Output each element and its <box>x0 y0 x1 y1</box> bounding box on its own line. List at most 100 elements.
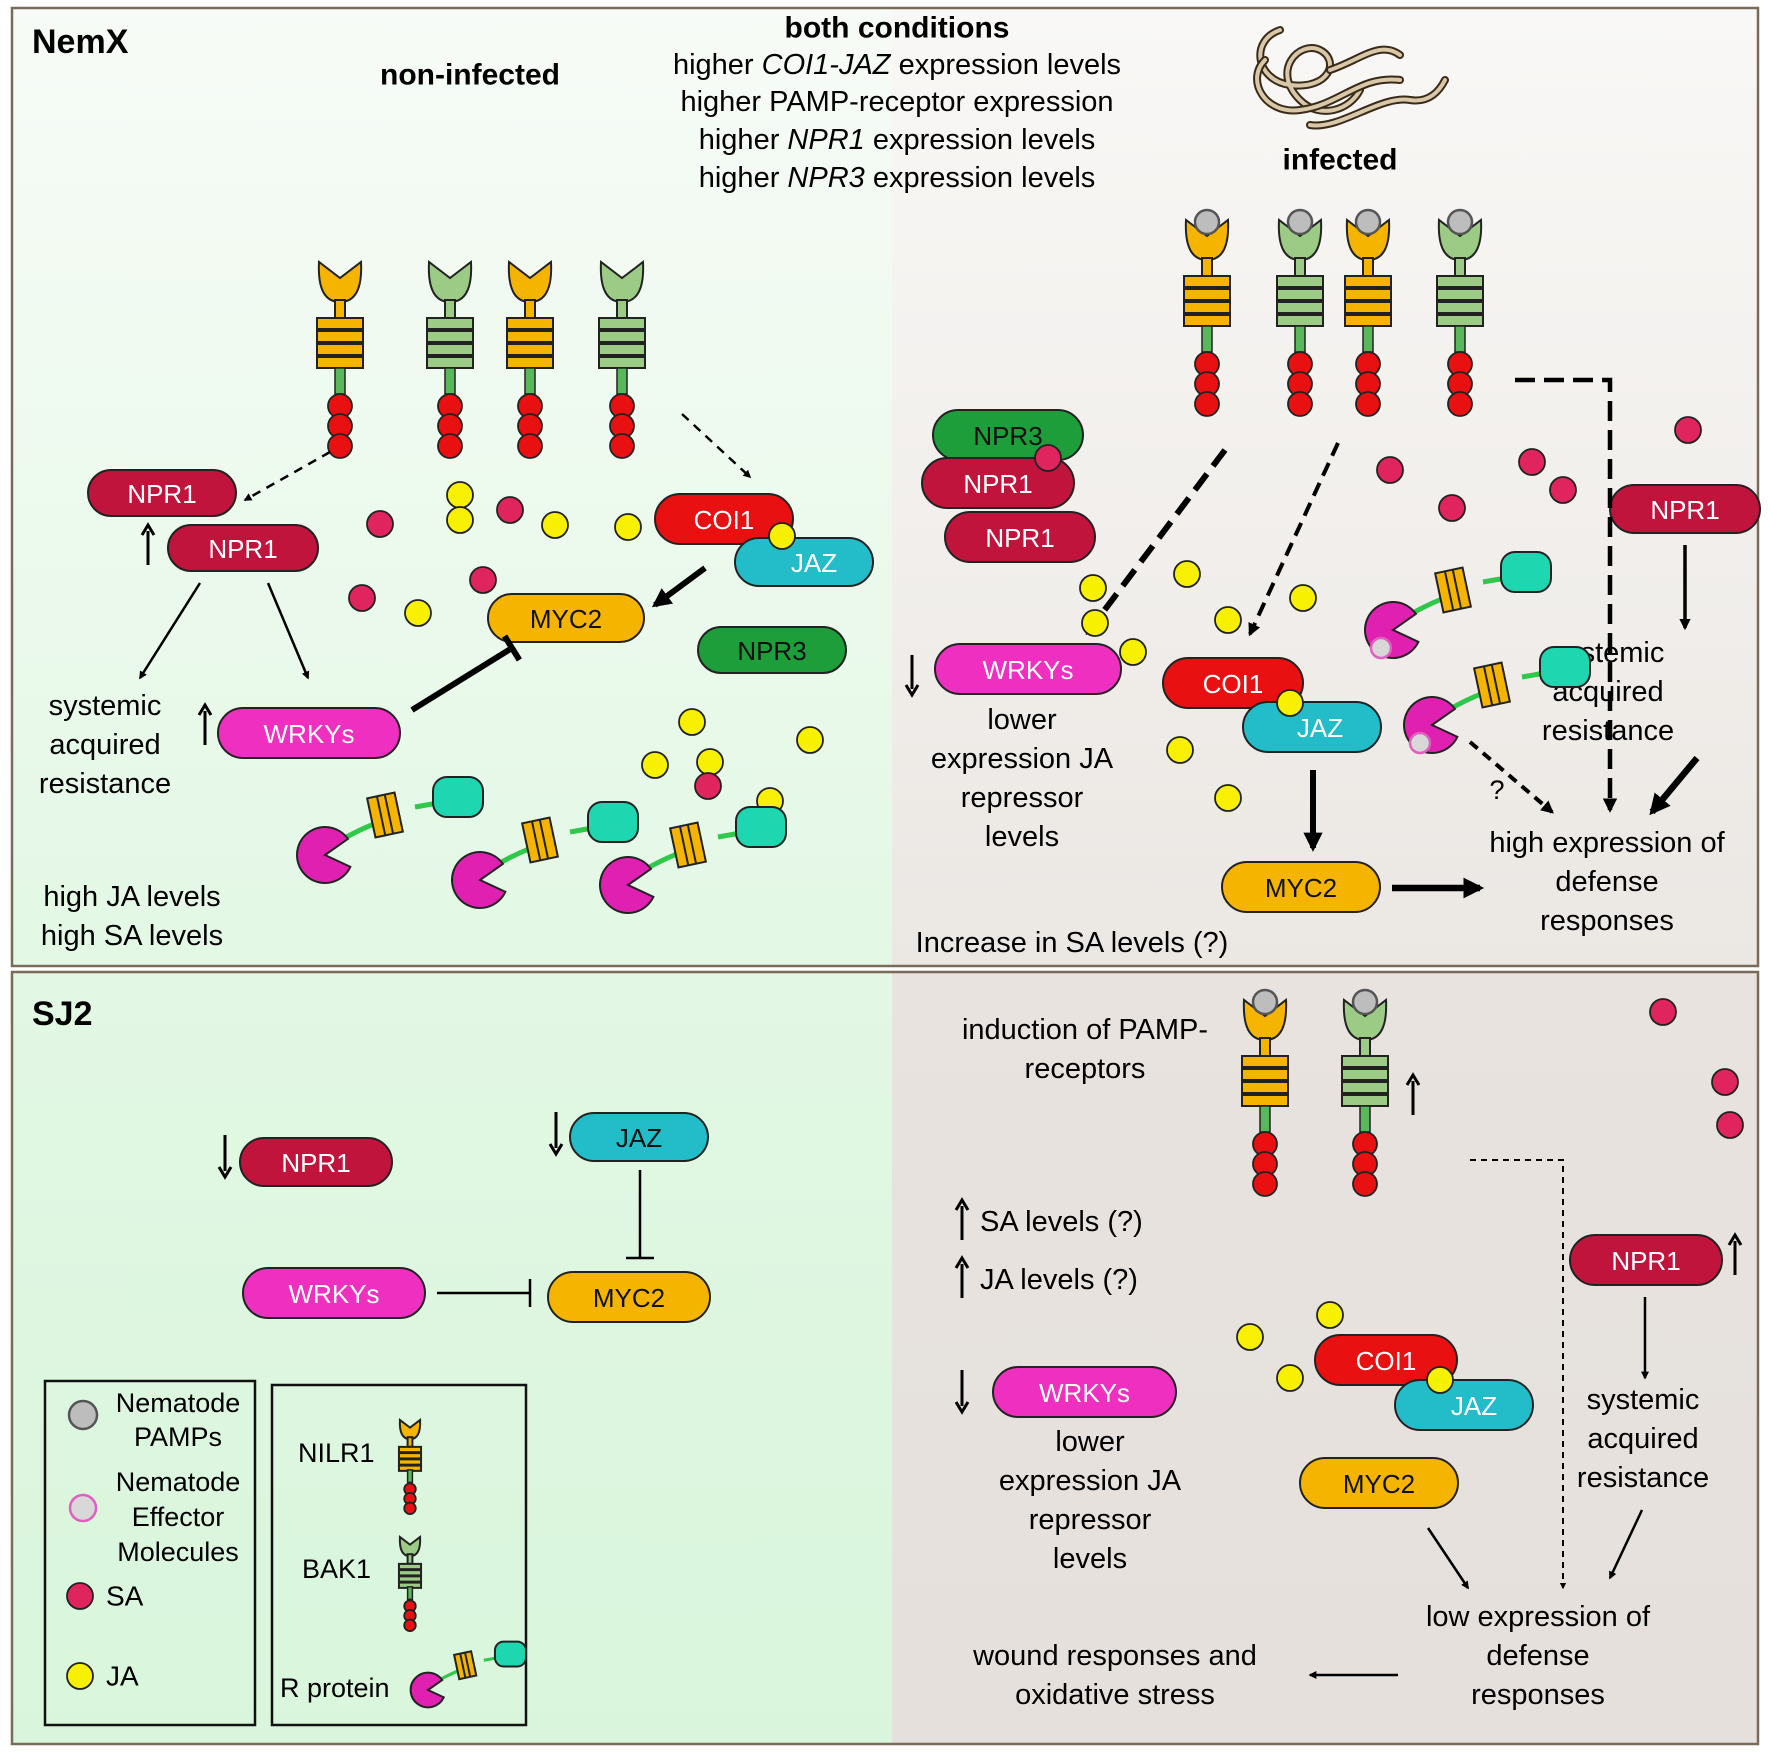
r-protein-icon <box>599 806 787 914</box>
levels-text: high JA levels <box>43 881 220 913</box>
defense-response-text: responses <box>1540 905 1674 937</box>
receptor-linker <box>1362 325 1374 353</box>
wrkys-node: WRKYs <box>242 1267 426 1319</box>
r-protein-lrr <box>1472 661 1512 709</box>
nematode-body <box>1308 78 1447 128</box>
inhibition-arrow <box>410 645 514 713</box>
wound-response-text: oxidative stress <box>1015 1679 1215 1711</box>
receptor-domain-bar <box>1341 1094 1389 1107</box>
r-protein-lrr-box <box>1433 566 1473 614</box>
sa-molecule <box>1711 1068 1739 1096</box>
ja-molecule <box>446 481 474 509</box>
legend-rprotein-text: R protein <box>280 1673 390 1703</box>
r-protein-tail <box>735 806 787 848</box>
ja-molecule <box>768 522 796 550</box>
receptor-domain-bar <box>397 1569 423 1577</box>
condition-npr3-a: higher <box>699 162 788 194</box>
ja-molecule <box>796 726 824 754</box>
receptor-stem <box>406 1553 414 1565</box>
activation-arrow-thick <box>1649 755 1700 816</box>
receptor-domain-bar <box>506 356 554 369</box>
wrkys-node: WRKYs <box>217 707 401 759</box>
sar-text: systemic <box>1587 1384 1700 1416</box>
sa-levels-text: SA levels (?) <box>980 1206 1143 1238</box>
ja-molecule <box>541 511 569 539</box>
receptor-domain-bar <box>1241 1094 1289 1107</box>
myc2-node-label: MYC2 <box>1265 873 1337 903</box>
kinase-domain-ball <box>437 433 463 459</box>
legend-pamps-text: Nematode <box>116 1388 241 1418</box>
up-arrow-icon <box>140 522 156 565</box>
wrkys-node-label: WRKYs <box>1039 1378 1130 1408</box>
ja-molecule <box>1276 689 1304 717</box>
jaz-node: JAZ <box>734 537 874 587</box>
sar-text: systemic <box>49 690 162 722</box>
r-protein-tail <box>1500 551 1552 593</box>
receptor-domain-bar <box>1341 1055 1389 1068</box>
npr1-node-label: NPR1 <box>985 523 1054 553</box>
myc2-node-shape <box>1299 1457 1459 1509</box>
pamp-molecule <box>1446 208 1474 236</box>
wound-response-text: wound responses and <box>972 1640 1257 1672</box>
condition-npr3-b: expression levels <box>865 162 1096 194</box>
sa-molecule <box>1034 444 1062 472</box>
receptor-linker <box>1359 1105 1371 1133</box>
npr1-node-shape <box>239 1137 393 1187</box>
r-protein-lrr-box <box>452 1650 478 1681</box>
npr3-node-shape <box>697 626 847 674</box>
receptor-domain-bar <box>397 1445 423 1454</box>
myc2-node: MYC2 <box>487 593 645 643</box>
receptor-domain-bar <box>1341 1068 1389 1081</box>
noninfected-title: non-infected <box>380 59 560 92</box>
receptor-domain-bar <box>1436 288 1484 301</box>
coi1-node: COI1 <box>1314 1334 1458 1386</box>
r-protein-lrr-line <box>1490 664 1502 704</box>
receptor-domain-bar <box>1436 301 1484 314</box>
condition-npr3: higher NPR3 expression levels <box>699 162 1096 194</box>
receptor-domain-bar <box>1344 301 1392 314</box>
npr1-node: NPR1 <box>921 457 1075 509</box>
sa-molecule <box>1549 476 1577 504</box>
ja-molecule <box>1316 1301 1344 1329</box>
up-arrow-head <box>140 522 156 536</box>
receptor-domain-bar <box>1341 1081 1389 1094</box>
down-arrow-icon <box>548 1112 564 1157</box>
receptor-domain-bar <box>397 1562 423 1571</box>
sa-molecule <box>496 496 524 524</box>
myc2-node-label: MYC2 <box>593 1283 665 1313</box>
kinase-domain-ball <box>1355 391 1381 417</box>
sa-molecule <box>469 566 497 594</box>
effector-molecule <box>1408 731 1432 755</box>
bottom-left-panel <box>12 972 892 1744</box>
wrky-effect-text: expression JA <box>999 1465 1182 1497</box>
receptor-linker <box>1259 1105 1271 1133</box>
npr1-node-shape <box>1569 1234 1723 1286</box>
sa-molecule <box>694 772 722 800</box>
legend-effector-text: Effector <box>132 1502 225 1532</box>
jaz-node: JAZ <box>1242 701 1382 753</box>
npr1-node-label: NPR1 <box>281 1148 350 1178</box>
coi1-node: COI1 <box>654 493 794 545</box>
legend-sa-text: SA <box>106 1581 144 1612</box>
npr3-node-label: NPR3 <box>737 636 806 666</box>
receptor-linker <box>406 1586 414 1601</box>
nilr1-receptor <box>316 260 364 459</box>
coi1-node-shape <box>1162 657 1304 709</box>
legend-sa-icon <box>66 1582 94 1610</box>
receptor-linker <box>1201 325 1213 353</box>
receptor-domain-bar <box>426 356 474 369</box>
receptor-linker <box>616 367 628 395</box>
question-mark: ? <box>1489 775 1504 805</box>
infected-title: infected <box>1282 144 1397 177</box>
jaz-node-label: JAZ <box>1297 713 1343 743</box>
ja-molecule <box>1289 584 1317 612</box>
r-protein-body <box>296 826 352 884</box>
receptor-linker <box>1294 325 1306 353</box>
wrkys-node-label: WRKYs <box>983 655 1074 685</box>
wrky-effect-text: expression JA <box>931 743 1114 775</box>
kinase-domain-ball <box>1287 391 1313 417</box>
